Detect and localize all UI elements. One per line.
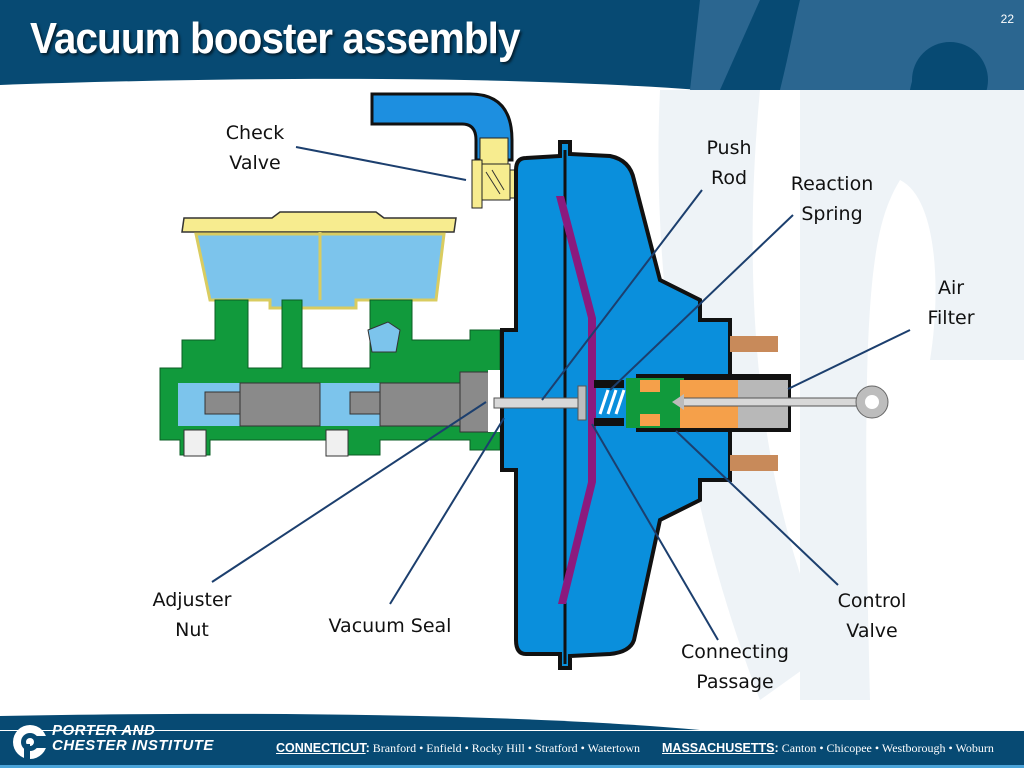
label-adjuster-nut: Adjuster Nut <box>152 589 232 641</box>
header-arc-decoration <box>690 0 760 90</box>
leader-air-filter <box>787 329 911 390</box>
logo-line2: CHESTER INSTITUTE <box>52 737 214 754</box>
footer-bar <box>0 731 1024 765</box>
diaphragm <box>556 196 596 604</box>
colon: : <box>365 741 370 755</box>
check-valve <box>471 137 527 209</box>
push-rod <box>493 397 585 409</box>
leader-push-rod <box>541 189 703 401</box>
leader-check-valve <box>295 146 467 181</box>
campus-locations: CONNECTICUT: Branford • Enfield • Rocky … <box>276 741 994 756</box>
logo-text: PORTER AND CHESTER INSTITUTE <box>52 723 214 753</box>
state-connecticut: CONNECTICUT <box>276 741 366 755</box>
booster-shell <box>500 140 732 670</box>
colon: : <box>774 741 779 755</box>
mounting-studs <box>730 336 778 471</box>
logo-line1: PORTER AND <box>52 722 156 739</box>
leader-reaction-spring <box>609 214 794 391</box>
label-reaction-spring: Reaction Spring <box>790 173 874 225</box>
slide-title: Vacuum booster assembly <box>30 14 520 63</box>
label-check-valve: Check Valve <box>225 122 285 174</box>
label-control-valve: Control Valve <box>837 590 907 642</box>
label-connecting-passage: Connecting Passage <box>681 641 789 693</box>
footer-wave <box>0 713 700 730</box>
leader-lines <box>211 146 911 641</box>
label-push-rod: Push Rod <box>706 137 752 189</box>
slide-header <box>0 0 1024 90</box>
header-circle-decoration <box>912 42 988 90</box>
footer-accent-line <box>0 765 1024 768</box>
label-vacuum-seal: Vacuum Seal <box>328 615 452 637</box>
massachusetts-cities: Canton • Chicopee • Westborough • Woburn <box>781 741 994 755</box>
pci-logo-icon <box>13 725 50 762</box>
state-massachusetts: MASSACHUSETTS <box>662 741 775 755</box>
leader-control-valve <box>675 430 839 586</box>
slide-number: 22 <box>1000 12 1014 26</box>
leader-connecting-passage <box>591 423 719 641</box>
connecticut-cities: Branford • Enfield • Rocky Hill • Stratf… <box>372 741 640 755</box>
leader-adjuster-nut <box>211 401 487 583</box>
master-cylinder <box>159 299 510 457</box>
control-valve-assembly <box>626 374 889 432</box>
header-band <box>0 0 1024 90</box>
brake-fluid-reservoir <box>181 211 457 310</box>
header-wave <box>0 78 700 90</box>
leader-vacuum-seal <box>389 417 505 605</box>
reaction-spring <box>594 380 626 426</box>
label-air-filter: Air Filter <box>927 277 975 329</box>
